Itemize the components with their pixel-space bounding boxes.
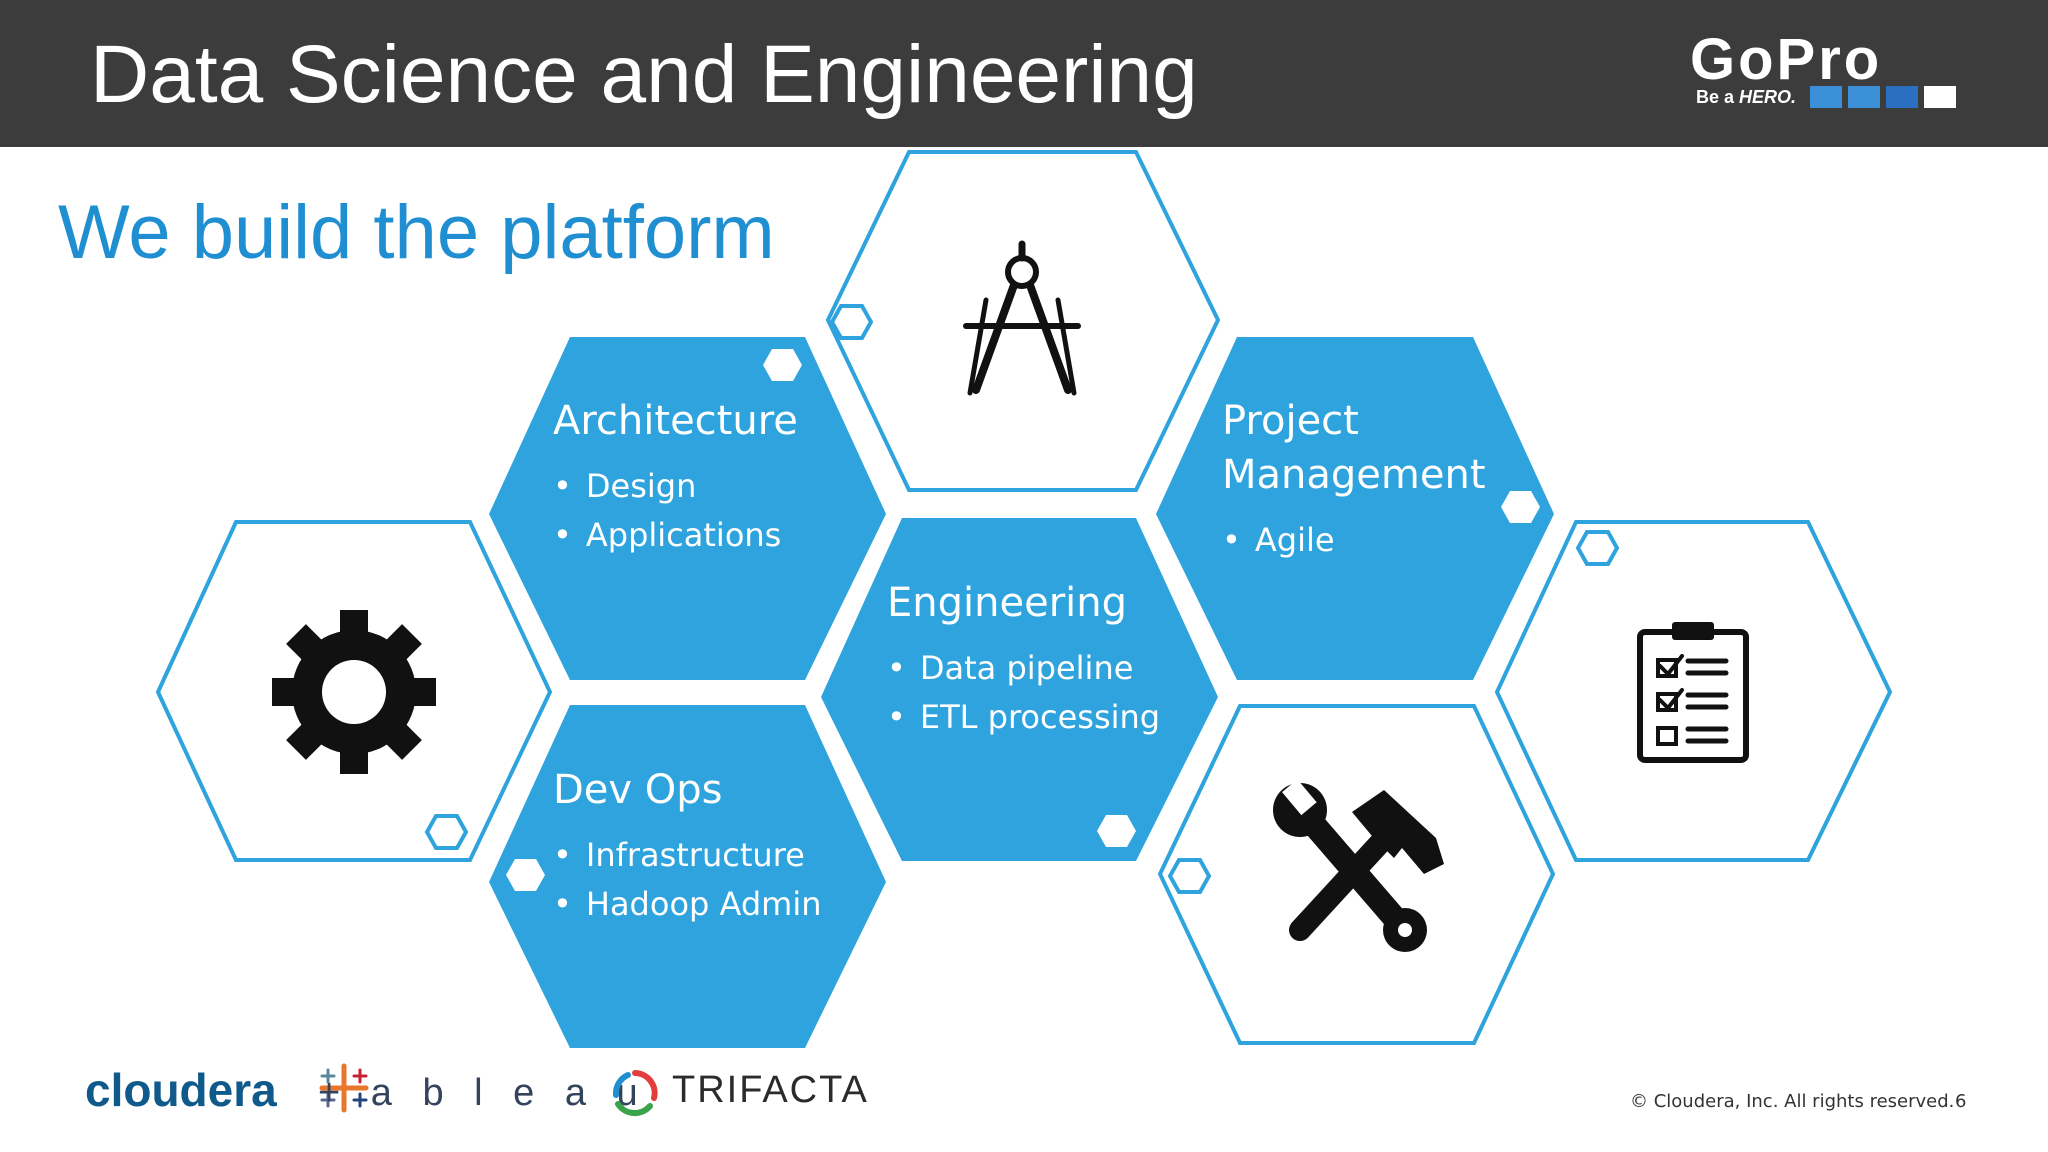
- small-hexagon: [829, 304, 874, 340]
- brand-square-4: [1924, 86, 1956, 108]
- small-hexagon: [424, 814, 469, 850]
- slide-title: Data Science and Engineering: [90, 29, 1198, 120]
- bullet-item: Applications: [553, 511, 798, 560]
- bullet-item: ETL processing: [887, 693, 1160, 742]
- project-management-text: Project Management Agile: [1222, 394, 1522, 565]
- project-management-hexagon: [1156, 337, 1554, 680]
- project-management-bullets: Agile: [1222, 516, 1522, 565]
- wrench-hammer-icon: [1273, 779, 1444, 952]
- trifacta-mark-icon: [612, 1070, 658, 1117]
- devops-bullets: Infrastructure Hadoop Admin: [553, 831, 822, 929]
- copyright-text: © Cloudera, Inc. All rights reserved.: [1630, 1091, 1955, 1112]
- compass-hexagon: [825, 150, 1221, 492]
- devops-title: Dev Ops: [553, 767, 723, 813]
- tableau-logo: + a b l e a u: [318, 1072, 648, 1114]
- brand-square-2: [1848, 86, 1880, 108]
- architecture-title: Architecture: [553, 398, 798, 444]
- small-hexagon: [1167, 858, 1212, 894]
- gear-icon: [272, 610, 436, 774]
- brand-square-1: [1810, 86, 1842, 108]
- bullet-item: Hadoop Admin: [553, 880, 822, 929]
- gopro-logo: GoPro: [1690, 27, 1883, 92]
- bullet-item: Infrastructure: [553, 831, 821, 880]
- small-hexagon: [1575, 530, 1620, 566]
- small-hexagon: [1097, 815, 1136, 847]
- gopro-tagline: Be a HERO.: [1696, 87, 1797, 107]
- engineering-bullets: Data pipeline ETL processing: [887, 644, 1160, 742]
- engineering-title: Engineering: [887, 580, 1127, 626]
- bullet-item: Data pipeline: [887, 644, 1160, 693]
- slide-subtitle: We build the platform: [58, 190, 775, 275]
- cloudera-logo: cloudera: [85, 1064, 277, 1116]
- small-hexagon: [763, 349, 802, 381]
- title-bar: [0, 0, 2048, 147]
- small-hexagon: [506, 859, 545, 891]
- tableau-mark-icon: [319, 1063, 369, 1113]
- bullet-item: Agile: [1222, 516, 1522, 565]
- architecture-text: Architecture Design Applications: [553, 394, 798, 560]
- page-number: 6: [1955, 1091, 1967, 1112]
- project-management-title: Project Management: [1222, 398, 1486, 498]
- small-hexagon: [1501, 491, 1540, 523]
- devops-text: Dev Ops Infrastructure Hadoop Admin: [553, 763, 821, 929]
- trifacta-logo: TRIFACTA: [672, 1069, 869, 1111]
- drafting-compass-icon: [963, 240, 1081, 396]
- brand-square-3: [1886, 86, 1918, 108]
- architecture-bullets: Design Applications: [553, 462, 798, 560]
- engineering-text: Engineering Data pipeline ETL processing: [887, 576, 1160, 742]
- bullet-item: Design: [553, 462, 798, 511]
- checklist-hexagon: [1494, 520, 1893, 862]
- checklist-clipboard-icon: [1637, 622, 1749, 763]
